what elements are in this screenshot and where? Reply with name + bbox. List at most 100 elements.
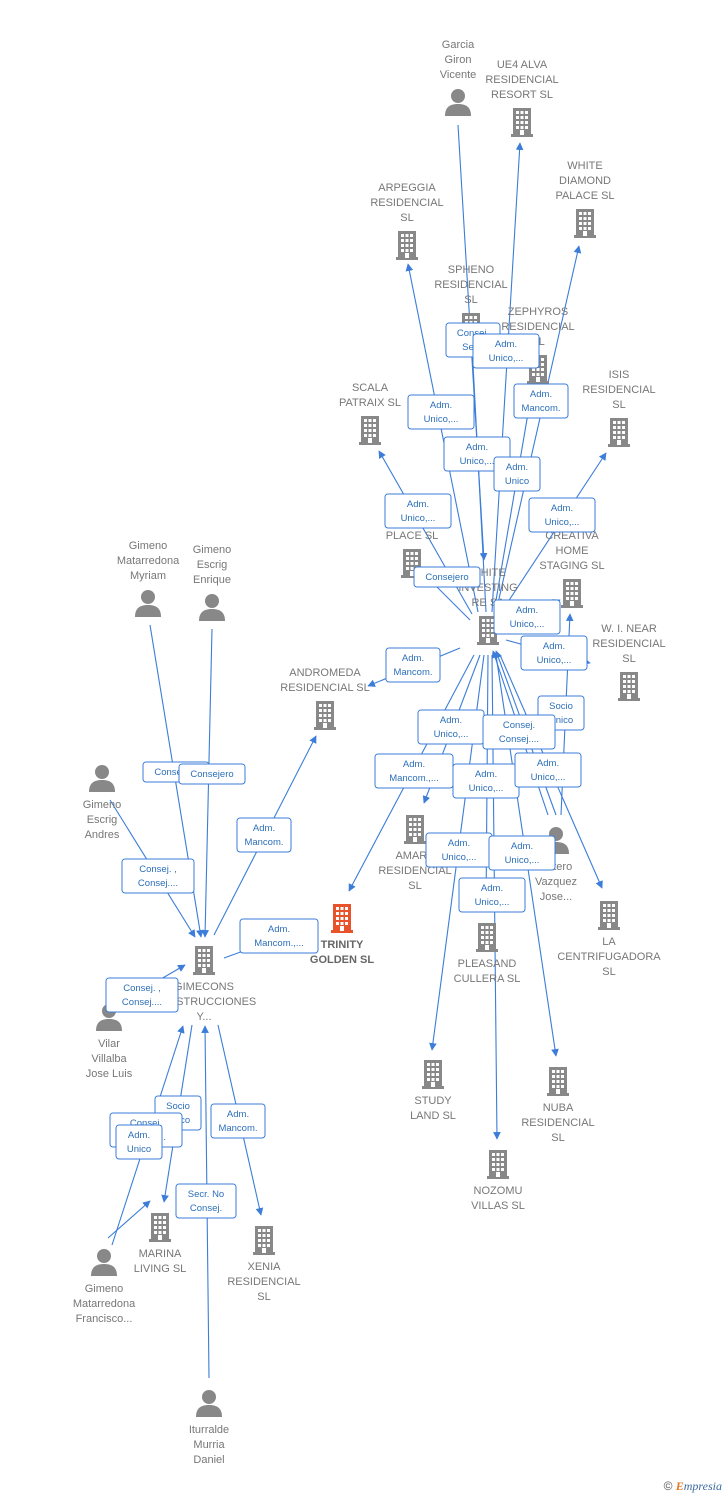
edge-label-text: Unico,... [537, 655, 572, 666]
node-label: WHITE [567, 160, 602, 172]
building-icon [314, 701, 336, 730]
edge-label[interactable]: Adm.Unico [115, 1124, 163, 1160]
edge-label[interactable]: Adm.Unico,... [514, 752, 582, 788]
edge-white_investing-to-zephyros [493, 389, 535, 613]
edge-label-text: Adm. [511, 841, 533, 852]
edge-label[interactable]: Adm.Unico,... [528, 497, 596, 533]
edge-label[interactable]: Adm.Unico [493, 456, 541, 492]
edge-label[interactable]: Adm.Unico,... [472, 333, 540, 369]
edge-label[interactable]: Adm.Mancom.,... [239, 918, 319, 954]
node-label: CENTRIFUGADORA [557, 951, 661, 963]
edge-label[interactable]: Adm.Unico,... [458, 877, 526, 913]
edge-label[interactable]: Adm.Unico,... [425, 832, 493, 868]
node-label: AMARA [395, 850, 435, 862]
edge-label[interactable]: Adm.Unico,... [520, 635, 588, 671]
node-label: GIMECONS [174, 981, 234, 993]
edge-label[interactable]: Consej.Consej.... [482, 714, 556, 750]
edge-label[interactable]: Adm.Unico,... [407, 394, 475, 430]
edge-label[interactable]: Adm.Mancom. [385, 647, 441, 683]
edge-label[interactable]: Adm.Unico,... [452, 763, 520, 799]
edge-label-box [520, 635, 588, 671]
edge-label-text: Adm. [448, 838, 470, 849]
edge-label[interactable]: Adm.Unico,... [384, 493, 452, 529]
building-icon [476, 923, 498, 952]
person-icon [89, 765, 115, 792]
brand-logo[interactable]: Empresia [676, 1479, 722, 1493]
edge-label-text: Unico,... [460, 456, 495, 467]
building-icon [396, 231, 418, 260]
edge-white_investing-to-spheno [468, 344, 487, 613]
edge-label[interactable]: Adm.Unico,... [488, 835, 556, 871]
edge-label[interactable]: Consej. ,Consej.... [105, 977, 179, 1013]
node-label: Gimeno [193, 544, 232, 556]
edge-label[interactable]: Consej. ,Consej.... [121, 858, 195, 894]
building-icon [359, 416, 381, 445]
edge-label-box [493, 599, 561, 635]
node-label: Vicente [440, 69, 477, 81]
node-gimeno_francisco[interactable]: GimenoMatarredonaFrancisco... [73, 1249, 136, 1325]
building-icon [193, 946, 215, 975]
edge-label[interactable]: Adm.Mancom. [236, 817, 292, 853]
edge-label-text: Adm. [551, 503, 573, 514]
node-label: RESIDENCIAL [370, 197, 443, 209]
edge-label-text: Único [549, 715, 573, 726]
edge-label-text: Adm. [481, 883, 503, 894]
node-label: RESIDENCIAL [521, 1117, 594, 1129]
node-label: Murria [193, 1439, 225, 1451]
edge-label-text: Adm. [475, 769, 497, 780]
edge-label[interactable]: Adm.Mancom. [210, 1103, 266, 1139]
building-icon [331, 904, 353, 933]
building-icon [608, 418, 630, 447]
node-label: SL [408, 880, 421, 892]
building-icon [404, 815, 426, 844]
node-place[interactable]: PLACE SL [386, 530, 439, 578]
edge-label[interactable]: Adm.Mancom.,... [374, 753, 454, 789]
edge-label[interactable]: Adm.Unico,... [493, 599, 561, 635]
edge-label-text: Mancom. [218, 1123, 257, 1134]
edge-label[interactable]: Consejero [413, 566, 481, 588]
edge-label-text: Mancom. [393, 667, 432, 678]
edge-label-text: Unico,... [510, 619, 545, 630]
node-zephyros[interactable]: ZEPHYROSRESIDENCIALSL [501, 306, 575, 384]
node-label: HOME [556, 545, 589, 557]
edge-label[interactable]: Adm.Unico,... [417, 709, 485, 745]
node-label: Daniel [193, 1454, 224, 1466]
edge-label-text: Adm. [530, 389, 552, 400]
node-label: TRINITY [321, 939, 364, 951]
node-label: Escrig [197, 559, 228, 571]
node-label: Vazquez [535, 876, 577, 888]
edge-label[interactable]: Adm.Mancom. [513, 383, 569, 419]
building-icon [598, 901, 620, 930]
edge-label-box [236, 817, 292, 853]
node-label: NOZOMU [474, 1185, 523, 1197]
edge-label-text: Unico,... [489, 353, 524, 364]
node-label: SL [400, 212, 413, 224]
edge-label-box [210, 1103, 266, 1139]
edge-label[interactable]: Consejero [178, 763, 246, 785]
